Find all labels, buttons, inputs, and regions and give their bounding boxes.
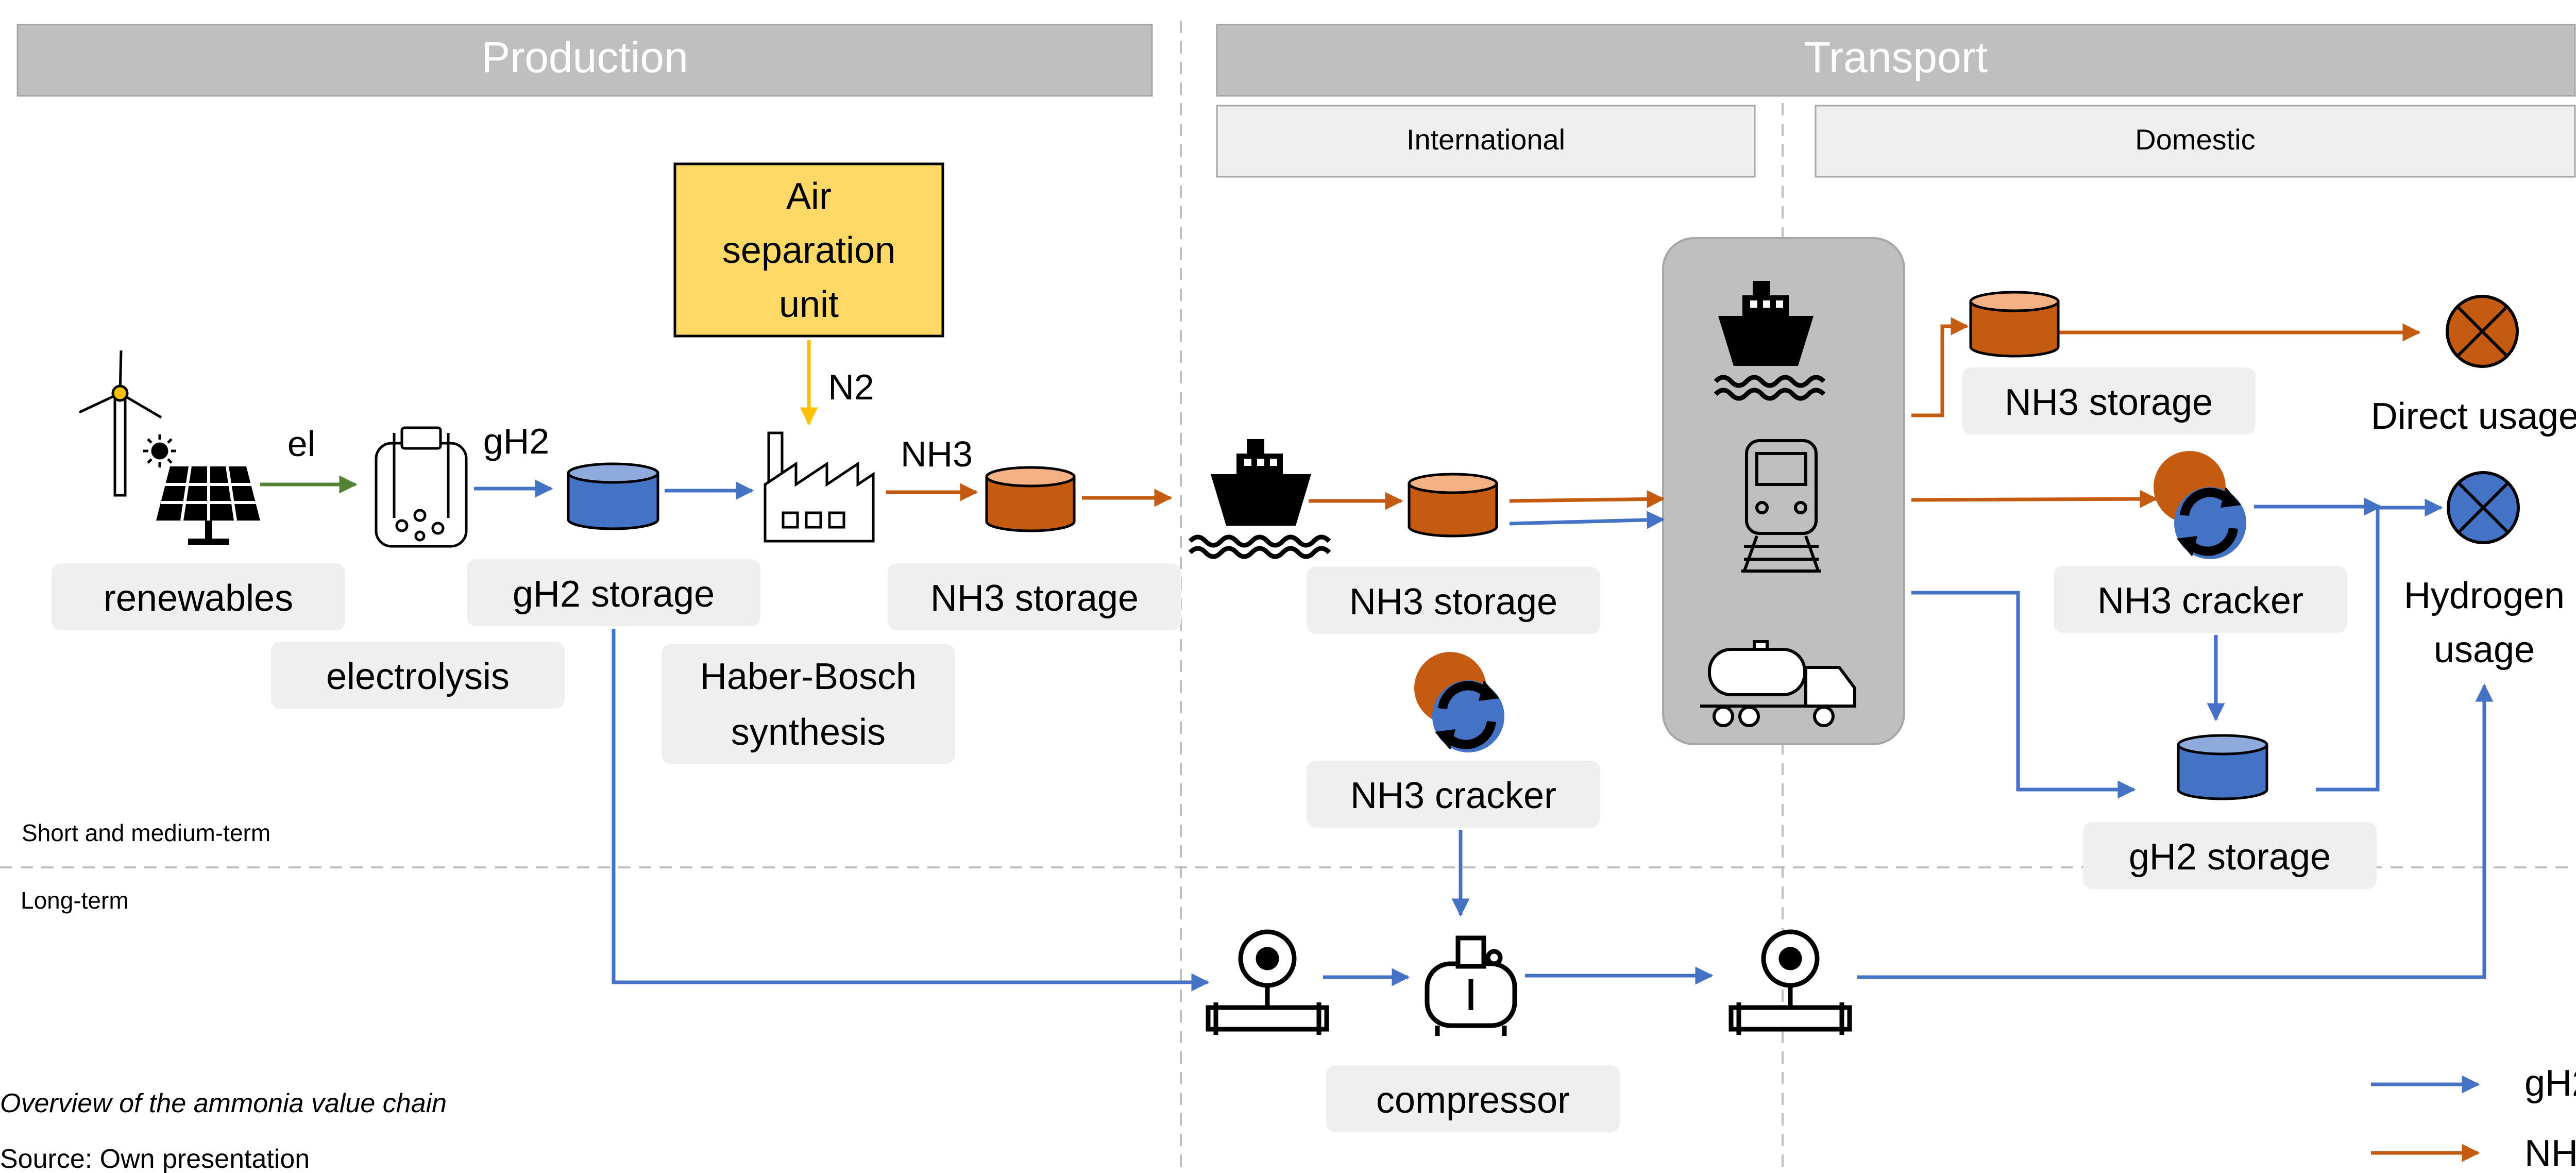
ship-icon [1188,439,1331,559]
svg-text:Domestic: Domestic [2135,123,2255,156]
header-production: Production [16,24,1153,97]
label-nh3-cracker-dom: NH3 cracker [2097,580,2303,622]
label-compressor: compressor [1376,1080,1570,1121]
subheader-international: International [1216,105,1756,178]
caption-source: Source: Own presentation [0,1144,310,1173]
usage-circle-icon [2447,471,2520,544]
solar-panel-icon [156,466,260,545]
label-direct-usage: Direct usage [2371,396,2576,437]
label-hydrogen-usage-1: Hydrogen [2404,575,2565,616]
pipeline-valve-icon [1728,929,1852,1035]
label-gh2-storage: gH2 storage [513,574,715,615]
usage-circle-icon [2446,295,2519,368]
legend: gH2 NH3 [2371,1063,2576,1173]
legend-gh2-label: gH2 [2524,1063,2576,1104]
legend-nh3-label: NH3 [2524,1133,2576,1173]
svg-text:Air: Air [786,176,832,217]
flow-arrows [260,317,2494,992]
label-hydrogen-usage-2: usage [2434,629,2535,671]
label-haber-bosch-1: Haber-Bosch [700,656,917,697]
train-icon [1741,439,1821,573]
section-label-short-medium: Short and medium-term [22,819,270,846]
subheader-domestic: Domestic [1815,105,2576,178]
label-renewables: renewables [104,578,293,619]
storage-tank-icon [1969,291,2060,358]
svg-text:unit: unit [779,284,839,325]
label-backgrounds [52,367,2377,1132]
label-haber-bosch-2: synthesis [731,712,886,753]
label-nh3-cracker-intl: NH3 cracker [1350,775,1556,816]
flow-label-gh2: gH2 [483,421,549,461]
storage-tank-icon [567,462,659,530]
flow-label-el: el [287,424,315,464]
storage-tank-icon [985,466,1076,532]
sun-icon [143,434,176,467]
ship-icon [1714,281,1826,401]
label-nh3-storage-prod: NH3 storage [930,578,1139,619]
svg-text:Production: Production [481,33,688,81]
svg-text:Transport: Transport [1804,33,1988,81]
electrolyzer-icon [375,426,468,548]
wind-turbine-icon [78,350,162,497]
caption-title: Overview of the ammonia value chain [0,1088,447,1118]
compressor-icon [1425,935,1517,1036]
flow-label-nh3: NH3 [901,434,973,474]
cracker-icon [2154,451,2246,559]
storage-tank-icon [2177,734,2268,800]
section-label-long-term: Long-term [21,887,129,914]
cracker-icon [1414,652,1504,752]
air-separation-unit-box: Air separation unit [673,162,944,338]
svg-text:International: International [1406,123,1565,156]
flow-label-n2: N2 [828,367,874,407]
svg-text:separation: separation [722,230,895,271]
tanker-truck-icon [1700,640,1856,727]
label-gh2-storage-dom: gH2 storage [2129,836,2331,878]
label-nh3-storage-direct: NH3 storage [2005,382,2213,423]
header-transport: Transport [1216,24,2576,97]
storage-tank-icon [1408,473,1498,538]
factory-icon [764,431,875,543]
label-nh3-storage-intl: NH3 storage [1349,581,1557,623]
pipeline-valve-icon [1206,929,1329,1035]
label-electrolysis: electrolysis [326,656,510,697]
